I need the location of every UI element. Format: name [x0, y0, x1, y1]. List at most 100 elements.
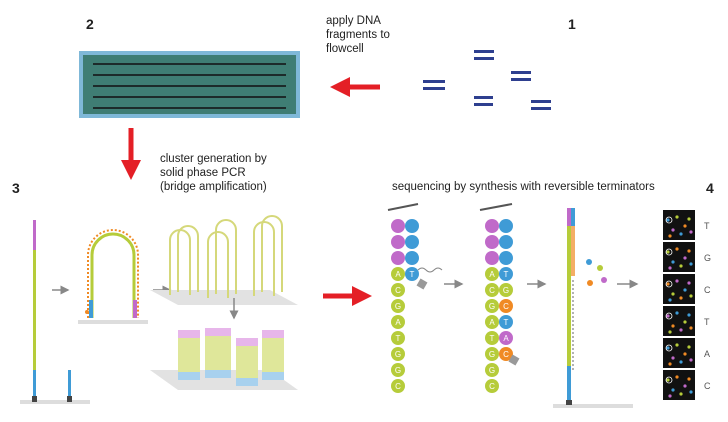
cluster-spot: [689, 230, 693, 234]
adapter-base: [485, 251, 499, 265]
step-number-2: 2: [86, 16, 94, 32]
template-base: [485, 363, 499, 377]
extended-base: [499, 267, 513, 281]
cluster: [205, 328, 231, 378]
cluster-spot: [683, 224, 687, 228]
flowcell-lane: [93, 74, 286, 76]
cluster-spot: [668, 234, 672, 238]
image-tile: C: [663, 274, 711, 304]
template-base-label: C: [489, 286, 495, 295]
image-tile-background: [663, 370, 695, 400]
template-base: [391, 363, 405, 377]
adapter-base: [391, 219, 405, 233]
incoming-base-label: T: [410, 270, 415, 279]
nucleotide: [597, 265, 603, 271]
cluster-spot: [687, 345, 691, 349]
tracked-cluster-ring: [665, 312, 673, 320]
extended-base-label: C: [503, 350, 509, 359]
template-base-label: T: [490, 334, 495, 343]
template-base-label: C: [489, 382, 495, 391]
read-base-label: C: [704, 381, 711, 391]
sequencing-label: sequencing by synthesis with reversible …: [392, 181, 655, 193]
cluster-spot: [666, 218, 670, 222]
extended-base-label: A: [503, 334, 509, 343]
image-tile: C: [663, 370, 711, 400]
apply-label-line-3: flowcell: [326, 43, 364, 55]
nucleotide: [587, 280, 593, 286]
template-base-label: C: [395, 382, 401, 391]
cluster-spot: [666, 314, 670, 318]
extended-base: [499, 347, 513, 361]
tracked-cluster-ring: [665, 280, 673, 288]
extended-base-label: T: [504, 270, 509, 279]
image-tile: T: [663, 306, 710, 336]
cluster-spot: [679, 264, 683, 268]
single-strand: [20, 220, 90, 404]
read-base-label: G: [704, 253, 711, 263]
template-base-label: T: [396, 334, 401, 343]
fragment: [474, 50, 494, 60]
image-tile: G: [663, 242, 711, 272]
image-tile-background: [663, 210, 695, 240]
cluster-spot: [671, 292, 675, 296]
cluster-spot: [671, 228, 675, 232]
template-base-label: G: [395, 366, 401, 375]
cluster-spot: [675, 343, 679, 347]
adapter-base: [405, 251, 419, 265]
cluster: [236, 338, 258, 386]
template-base: [391, 283, 405, 297]
cluster: [262, 330, 284, 380]
cluster-spot: [679, 328, 683, 332]
adapter-base: [485, 219, 499, 233]
template-base: [391, 347, 405, 361]
template-base-label: A: [395, 318, 401, 327]
cluster-spot: [666, 378, 670, 382]
template-base: [391, 331, 405, 345]
cluster-spot: [668, 298, 672, 302]
extended-base: [499, 315, 513, 329]
image-tile-background: [663, 306, 695, 336]
extended-base: [499, 283, 513, 297]
cluster-spot: [679, 296, 683, 300]
cluster-label-line-2: solid phase PCR: [160, 167, 246, 179]
step-number-1: 1: [568, 16, 576, 32]
cluster-spot: [675, 247, 679, 251]
apply-label-line-1: apply DNA: [326, 15, 381, 27]
cluster-spot: [668, 266, 672, 270]
flowcell-lane: [93, 96, 286, 98]
cluster-spot: [679, 360, 683, 364]
clusters-surface: [150, 328, 298, 390]
read-base-label: T: [704, 317, 710, 327]
bridge-strand: [78, 229, 148, 324]
cluster-spot: [689, 390, 693, 394]
cluster-spot: [668, 362, 672, 366]
cluster-spot: [675, 375, 679, 379]
cluster-spot: [679, 232, 683, 236]
cluster-spot: [687, 377, 691, 381]
cluster-spot: [689, 358, 693, 362]
template-base: [485, 331, 499, 345]
template-base-label: G: [395, 302, 401, 311]
fragment: [474, 96, 493, 106]
cluster-spot: [683, 288, 687, 292]
image-tile-background: [663, 242, 695, 272]
flowcell-lane: [93, 63, 286, 65]
cluster-spot: [687, 217, 691, 221]
tracked-cluster-ring: [665, 344, 673, 352]
cluster-spot: [683, 384, 687, 388]
template-base: [485, 379, 499, 393]
template-base-label: G: [489, 302, 495, 311]
read-base-label: T: [704, 221, 710, 231]
read-base-label: C: [704, 285, 711, 295]
cluster-spot: [689, 262, 693, 266]
fragment: [423, 80, 445, 90]
template-base-label: G: [489, 366, 495, 375]
cluster-spot: [666, 282, 670, 286]
template-base: [391, 267, 405, 281]
cluster-spot: [679, 392, 683, 396]
